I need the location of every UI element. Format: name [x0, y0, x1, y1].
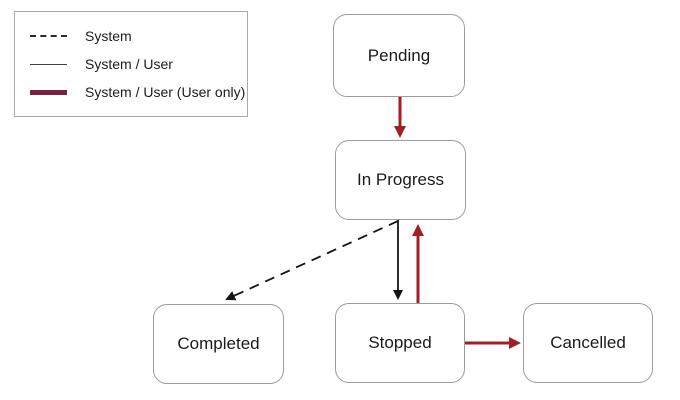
legend-item-user-only: System / User (User only) — [30, 84, 245, 100]
state-label: Stopped — [368, 333, 432, 352]
state-node-completed: Completed — [153, 304, 284, 384]
edge-inprogress-to-completed — [225, 220, 399, 301]
legend: System System / User System / User (User… — [14, 11, 248, 117]
legend-item-system-user: System / User — [30, 56, 239, 72]
dashed-line-swatch — [30, 35, 67, 37]
legend-label: System / User — [85, 56, 173, 72]
legend-label: System — [85, 28, 132, 44]
thick-line-swatch — [30, 89, 67, 95]
state-node-cancelled: Cancelled — [523, 303, 653, 383]
legend-label: System / User (User only) — [85, 84, 246, 100]
state-label: Cancelled — [550, 333, 626, 352]
state-label: In Progress — [357, 170, 444, 189]
state-label: Pending — [367, 45, 431, 65]
thin-line-swatch — [30, 63, 67, 65]
state-label: Completed — [177, 334, 260, 353]
state-node-in-progress: In Progress — [335, 140, 466, 220]
legend-item-system: System — [30, 28, 239, 44]
state-node-stopped: Stopped — [335, 303, 465, 383]
state-node-pending: Pending — [333, 14, 465, 97]
